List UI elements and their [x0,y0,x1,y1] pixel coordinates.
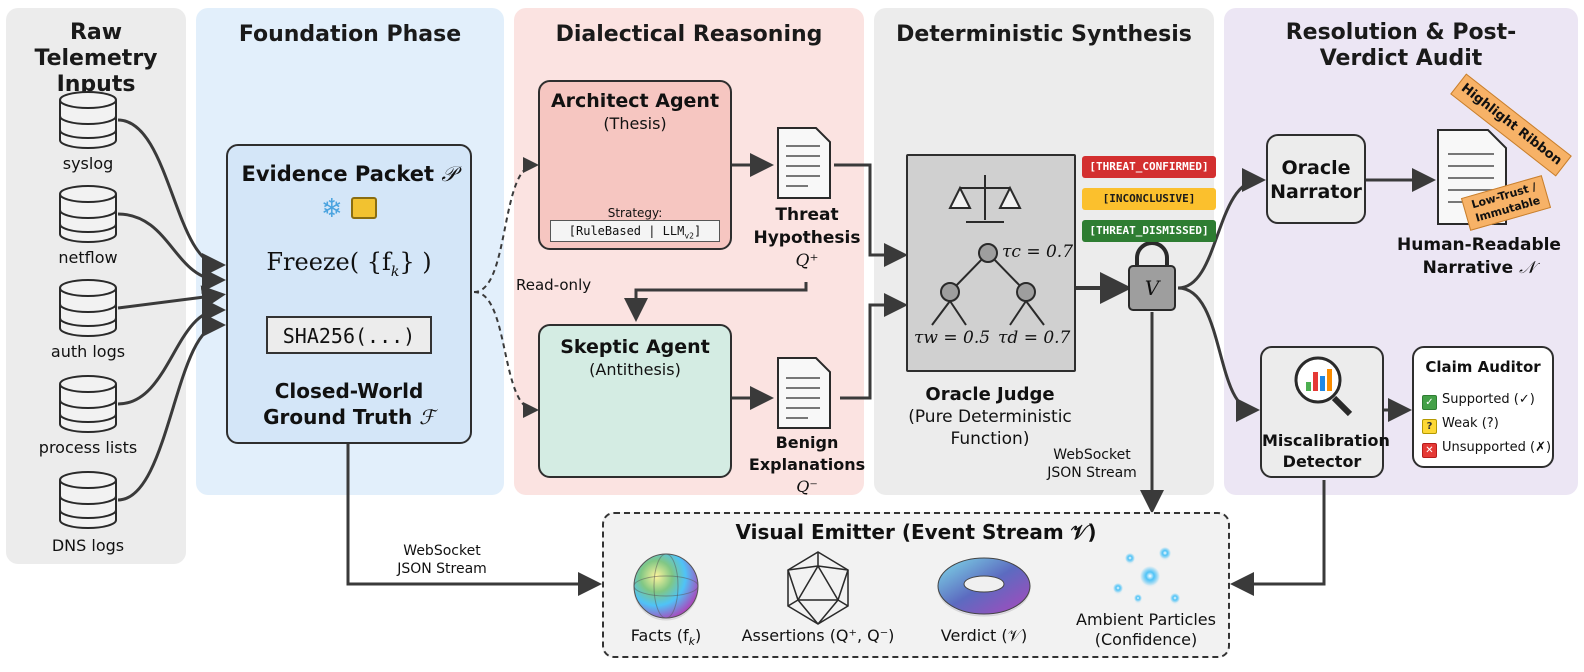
skeptic-agent-box: Skeptic Agent (Antithesis) [538,324,732,478]
architect-subtitle: (Thesis) [603,114,667,133]
emitter-assertions-label: Assertions (Q⁺, Q⁻) [741,626,895,645]
input-label-auth: auth logs [50,342,126,361]
read-only-label: Read-only [516,276,592,294]
oracle-judge-caption: Oracle Judge (Pure Deterministic Functio… [908,384,1072,449]
ground-truth-label: Closed-World Ground Truth ℱ [263,379,435,429]
tau-d-label: τd = 0.7 [998,328,1071,348]
emitter-title: Visual Emitter (Event Stream 𝒱) [735,520,1097,544]
icosahedron-icon [787,551,849,625]
skeptic-title: Skeptic Agent [560,336,710,358]
sphere-icon [633,553,699,619]
oracle-narrator-box: Oracle Narrator [1266,134,1366,224]
architect-agent-box: Architect Agent (Thesis) Strategy: [Rule… [538,80,732,250]
lane-title-synthesis: Deterministic Synthesis [896,22,1192,47]
particles-icon [1113,547,1180,603]
websocket-bottom-label: WebSocket JSON Stream [397,543,487,577]
claim-row-weak: ?Weak (?) [1422,416,1499,434]
lane-title-dialectical: Dialectical Reasoning [555,22,823,47]
miscalibration-detector-box: Miscalibration Detector [1260,346,1390,478]
tau-w-label: τw = 0.5 [914,328,991,348]
verdict-badge-inconclusive: [INCONCLUSIVE] [1082,188,1216,210]
benign-explanations-label: Benign Explanations Q⁻ [748,433,866,496]
question-icon: ? [1422,419,1437,434]
claim-auditor-box: Claim Auditor ✓Supported (✓) ?Weak (?) ✕… [1412,346,1554,468]
threat-hypothesis-label: Threat Hypothesis Q⁺ [753,205,861,271]
hash-box: SHA256(...) [266,316,432,354]
evidence-packet-box: Evidence Packet 𝒫 ❄ Freeze( {fk} ) SHA25… [226,144,472,444]
lane-title-foundation: Foundation Phase [238,22,462,47]
narrative-label: Human-Readable Narrative 𝒩 [1397,235,1561,278]
claim-row-unsupported: ✕Unsupported (✗) [1422,440,1551,458]
torus-icon [937,557,1031,615]
input-label-dns: DNS logs [51,536,125,555]
claim-row-supported: ✓Supported (✓) [1422,392,1535,410]
input-label-process: process lists [38,438,138,457]
lane-title-raw: Raw Telemetry Inputs [34,20,158,97]
tau-c-label: τc = 0.7 [1002,242,1074,262]
freeze-icons: ❄ [228,194,470,224]
emitter-facts-label: Facts (fk) [630,626,702,649]
freeze-formula: Freeze( {fk} ) [266,248,432,280]
skeptic-subtitle: (Antithesis) [589,360,681,379]
architect-title: Architect Agent [550,90,720,112]
evidence-title: Evidence Packet 𝒫 [241,162,457,186]
database-icon [59,91,117,529]
strategy-value: [RuleBased | LLMv2] [550,220,720,242]
x-icon: ✕ [1422,443,1437,458]
claim-auditor-title: Claim Auditor [1425,358,1541,376]
verdict-badge-dismissed: [THREAT_DISMISSED] [1082,220,1216,242]
websocket-mid-label: WebSocket JSON Stream [1047,447,1137,481]
strategy-label: Strategy: [607,206,663,220]
lane-title-resolution: Resolution & Post-Verdict Audit [1285,20,1517,71]
emitter-particles-label: Ambient Particles (Confidence) [1076,610,1216,649]
miscalibration-label: Miscalibration Detector [1262,431,1390,471]
check-icon: ✓ [1422,395,1437,410]
narrator-label: Oracle Narrator [1270,157,1362,203]
emitter-verdict-label: Verdict (𝒱) [940,626,1028,645]
verdict-badge-confirmed: [THREAT_CONFIRMED] [1082,156,1216,178]
input-label-syslog: syslog [62,154,114,173]
oracle-judge-box [906,154,1076,372]
lock-icon [351,197,378,219]
verdict-lock-icon [1128,241,1176,311]
snowflake-icon: ❄ [320,194,343,224]
input-label-netflow: netflow [58,248,118,267]
verdict-lock-label: V [1144,276,1160,300]
visual-emitter-box: Visual Emitter (Event Stream 𝒱) [602,512,1230,658]
